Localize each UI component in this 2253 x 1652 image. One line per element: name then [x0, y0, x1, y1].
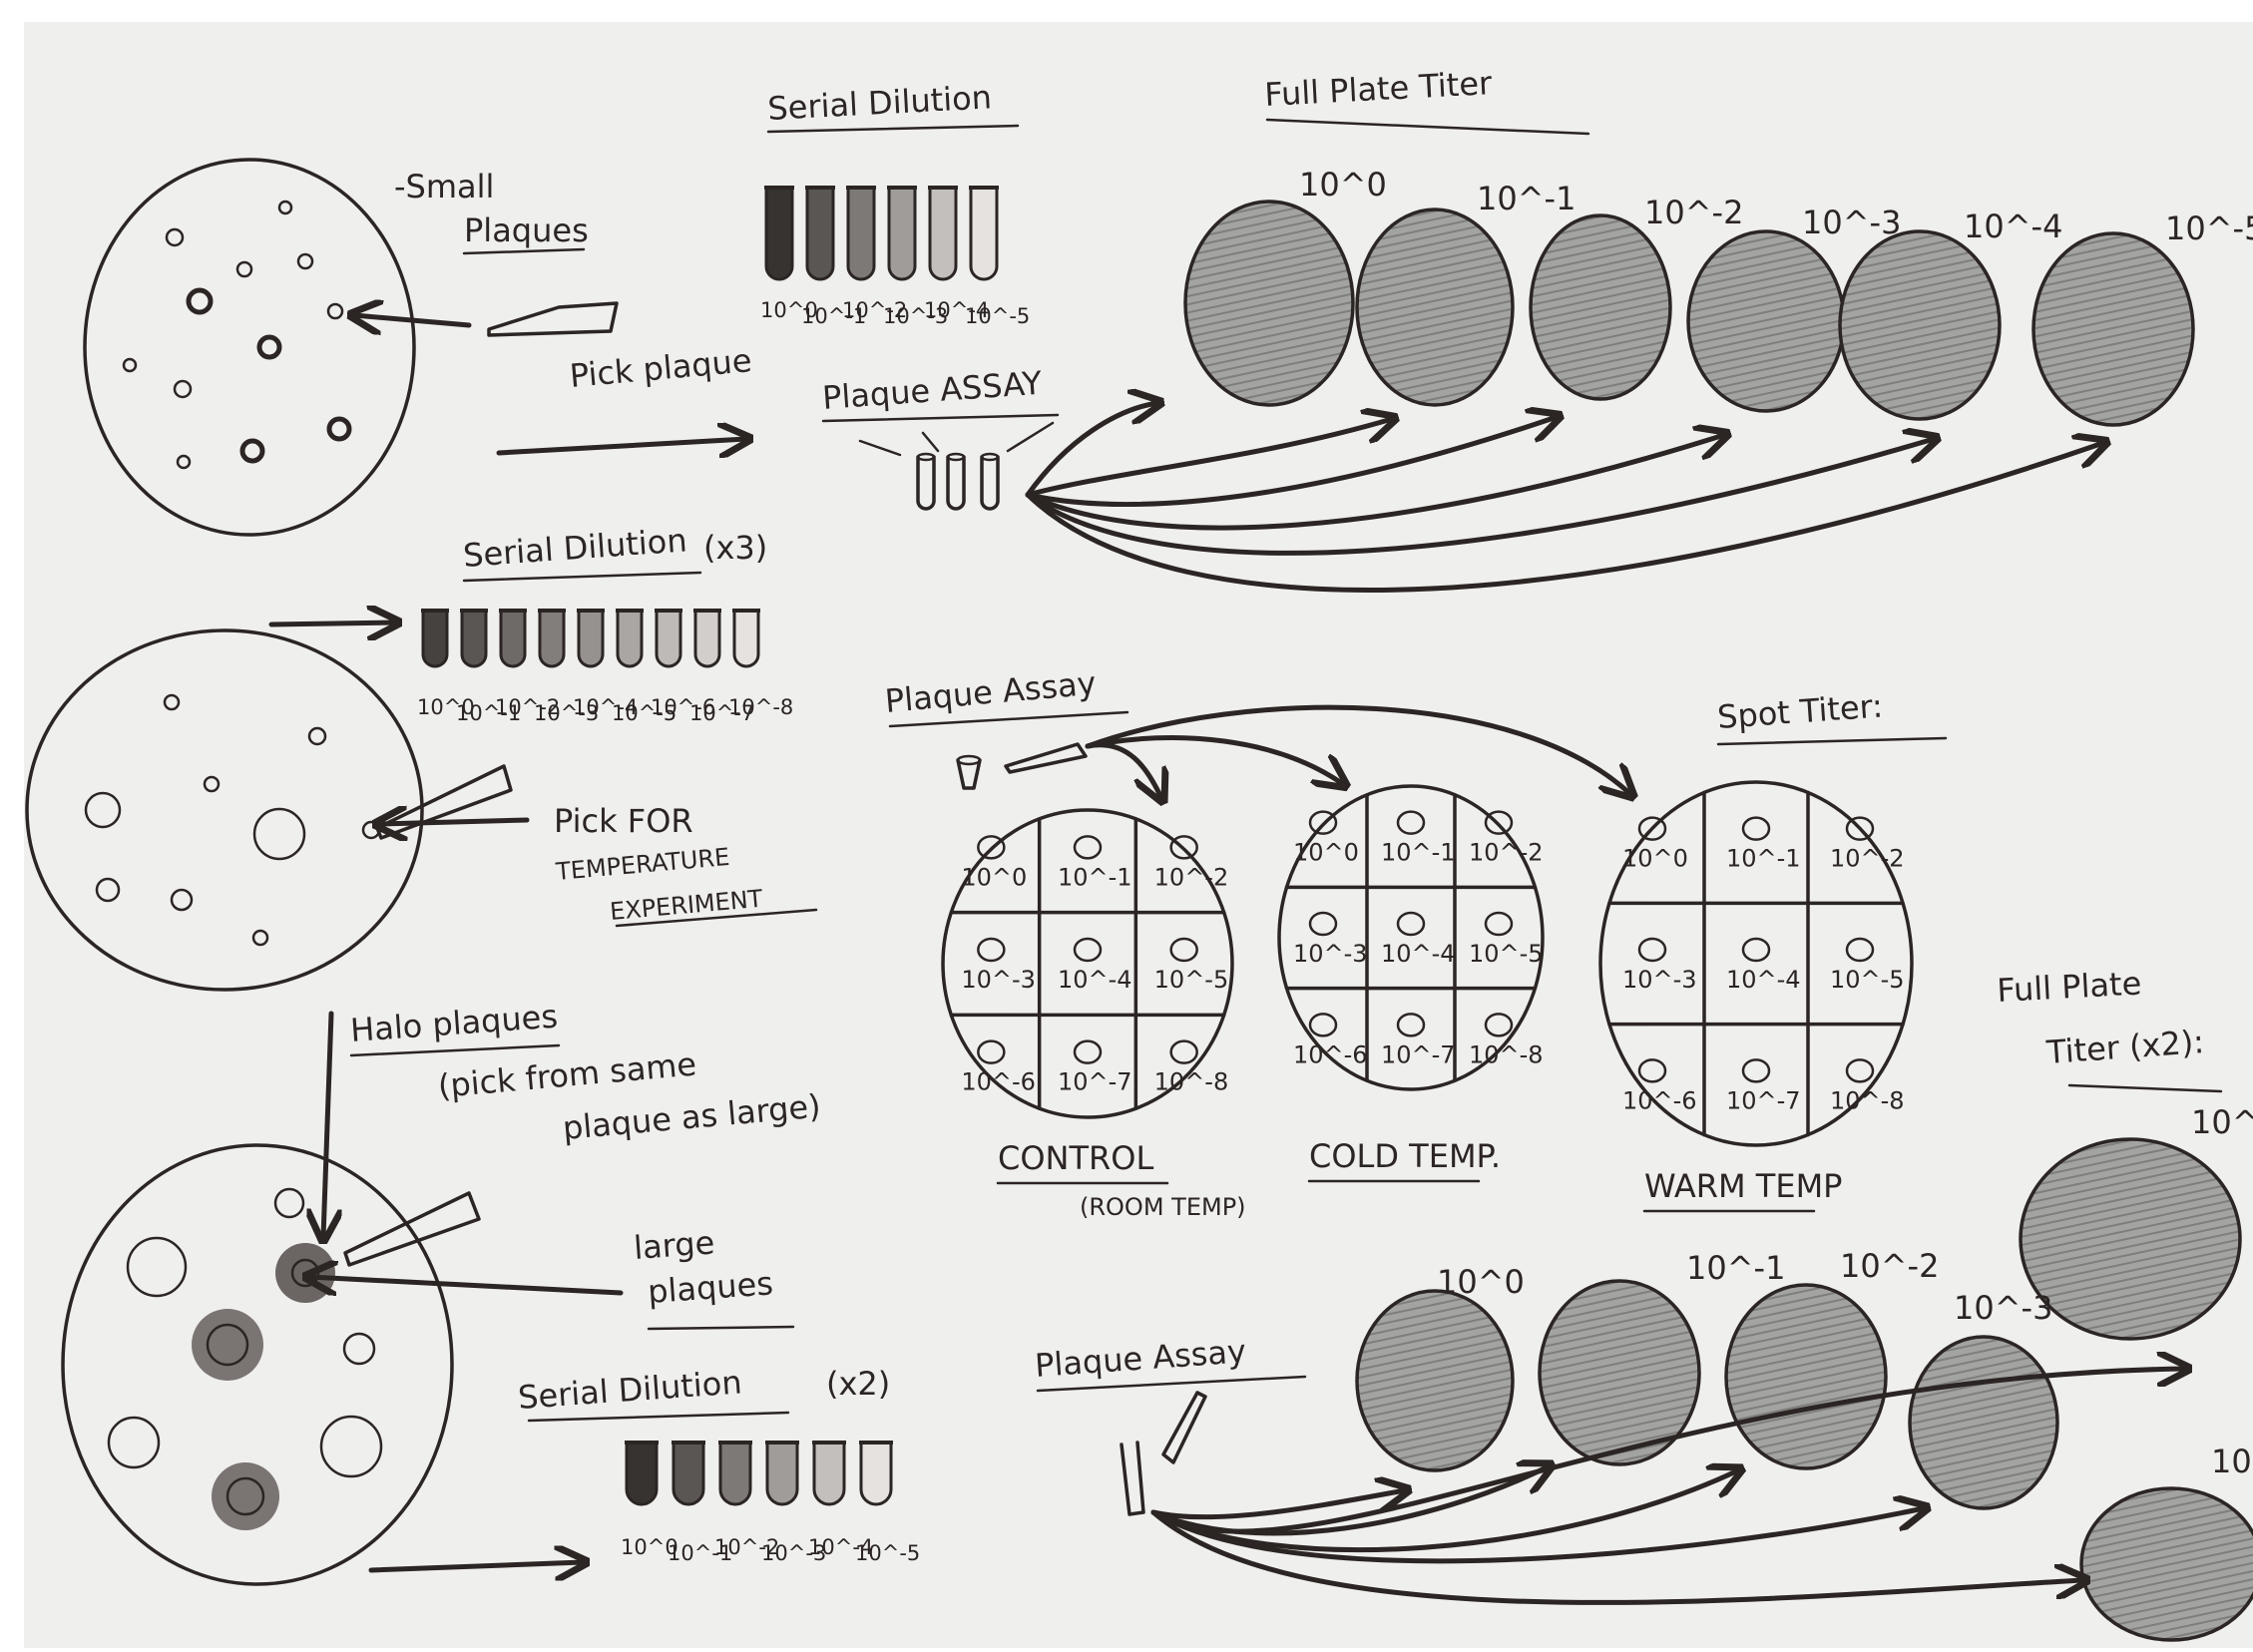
- plate-dilution-label: 10^-4: [1964, 207, 2062, 245]
- dilution-tube: [889, 188, 915, 279]
- dilution-tube: [807, 188, 833, 279]
- titer-plate: [1688, 231, 1844, 411]
- spot-cell-label: 10^-6: [1293, 1040, 1368, 1068]
- dilution-tube: [695, 611, 719, 666]
- titer-plate: [1357, 1291, 1513, 1470]
- plate-dilution-label: 10^0: [1299, 166, 1387, 204]
- spot-cell-label: 10^-5: [1154, 966, 1229, 994]
- dilution-tube: [657, 611, 680, 666]
- dilution-tick-label: 10^-5: [965, 304, 1030, 328]
- plate-dilution-label: 10^-4: [2191, 1103, 2253, 1141]
- spot-cell-label: 10^-1: [1726, 845, 1801, 873]
- spot-cell-label: 10^-4: [1381, 940, 1456, 968]
- spot-grid-caption: WARM TEMP: [1644, 1167, 1842, 1205]
- spot-cell-label: 10^-7: [1381, 1040, 1456, 1068]
- titer-plate: [1531, 215, 1670, 399]
- dilution-tube: [814, 1443, 844, 1504]
- plate-dilution-label: 10^-1: [1477, 180, 1576, 217]
- spot-grid-caption: CONTROL: [998, 1139, 1153, 1177]
- dilution-tube: [540, 611, 564, 666]
- plate-dilution-label: 10^-5: [2165, 209, 2253, 247]
- dilution-tube: [971, 188, 997, 279]
- plate-dilution-label: 10^-: [2211, 1443, 2253, 1480]
- titer-plate: [1840, 231, 2000, 419]
- dilution-tube: [501, 611, 525, 666]
- spot-cell-label: 10^-3: [961, 966, 1036, 994]
- dilution-tube: [627, 1443, 657, 1504]
- spot-cell-label: 10^0: [1622, 845, 1688, 873]
- dilution-tube: [930, 188, 956, 279]
- spot-cell-label: 10^-2: [1154, 863, 1229, 891]
- spot-cell-label: 10^-2: [1469, 839, 1544, 867]
- spot-cell-label: 10^-4: [1726, 966, 1801, 994]
- spot-cell-label: 10^-8: [1830, 1086, 1905, 1114]
- spot-cell-label: 10^-7: [1058, 1068, 1132, 1096]
- dilution-tube: [423, 611, 447, 666]
- bottom-serial-dilution-multiplier: (x2): [826, 1365, 890, 1403]
- plate-dilution-label: 10^-3: [1802, 204, 1901, 241]
- spot-grid-subcaption: (ROOM TEMP): [1080, 1193, 1246, 1221]
- bottom-full-plate-title-1: Full Plate: [1996, 964, 2142, 1010]
- pick-for-label: Pick FOR: [554, 802, 693, 840]
- titer-plate: [2081, 1488, 2253, 1640]
- dilution-tick-label: 10^-8: [728, 695, 793, 719]
- spot-cell-label: 10^-2: [1830, 845, 1905, 873]
- titer-plate: [1726, 1285, 1886, 1468]
- spot-cell-label: 10^-8: [1154, 1068, 1229, 1096]
- plate-dilution-label: 10^-1: [1686, 1249, 1785, 1287]
- spot-cell-label: 10^-4: [1058, 966, 1132, 994]
- small-plaques-label-1: -Small: [394, 168, 494, 206]
- spot-cell-label: 10^-1: [1058, 863, 1132, 891]
- spot-cell-label: 10^-5: [1469, 940, 1544, 968]
- spot-grid-caption: COLD TEMP.: [1309, 1137, 1501, 1175]
- dilution-tube: [766, 188, 792, 279]
- dilution-tube: [848, 188, 874, 279]
- plate-dilution-label: 10^0: [1437, 1263, 1525, 1301]
- dilution-tube: [720, 1443, 750, 1504]
- dilution-tube: [734, 611, 758, 666]
- small-plaques-label-2: Plaques: [464, 211, 589, 249]
- spot-cell-label: 10^-5: [1830, 966, 1905, 994]
- spot-cell-label: 10^-8: [1469, 1040, 1544, 1068]
- titer-plate: [1185, 202, 1353, 405]
- dilution-tube: [462, 611, 486, 666]
- dilution-tick-label: 10^-5: [855, 1541, 920, 1565]
- spot-cell-label: 10^-3: [1622, 966, 1697, 994]
- spot-cell-label: 10^-3: [1293, 940, 1368, 968]
- spot-cell-label: 10^-7: [1726, 1086, 1801, 1114]
- spot-cell-label: 10^0: [961, 863, 1027, 891]
- spot-cell-label: 10^0: [1293, 839, 1359, 867]
- dilution-tube: [579, 611, 603, 666]
- dilution-tube: [767, 1443, 797, 1504]
- dilution-tube: [861, 1443, 891, 1504]
- mid-dilution-tubes: [421, 611, 760, 666]
- spot-cell-label: 10^-6: [1622, 1086, 1697, 1114]
- plate-dilution-label: 10^-2: [1840, 1247, 1939, 1285]
- titer-plate: [2021, 1139, 2240, 1339]
- to-serial-arrow: [271, 622, 395, 624]
- spot-cell-label: 10^-1: [1381, 839, 1456, 867]
- titer-plate: [1910, 1337, 2057, 1508]
- plate-dilution-label: 10^-2: [1644, 194, 1743, 231]
- dilution-tube: [618, 611, 642, 666]
- large-label: large: [633, 1223, 716, 1267]
- titer-plate: [1357, 209, 1513, 405]
- plate-dilution-label: 10^-3: [1954, 1289, 2052, 1327]
- mid-serial-dilution-multiplier: (x3): [703, 529, 767, 567]
- titer-plate: [2033, 233, 2193, 425]
- spot-cell-label: 10^-6: [961, 1068, 1036, 1096]
- dilution-tube: [674, 1443, 703, 1504]
